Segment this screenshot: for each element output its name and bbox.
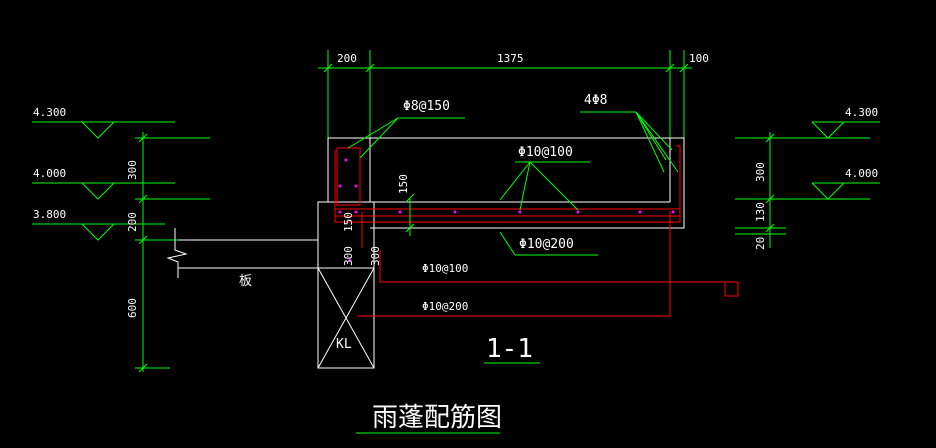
rebar-lines	[334, 145, 739, 317]
inner-dim-150-upper: 150	[397, 174, 410, 194]
inner-dim-150-lower: 150	[342, 212, 355, 232]
left-dim-300: 300	[126, 160, 139, 180]
slab-label: 板	[239, 274, 252, 289]
right-elev-4000: 4.000	[845, 167, 878, 180]
right-dim-20: 20	[754, 237, 767, 250]
inner-dim-300-b: 300	[369, 246, 382, 266]
canopy-outline	[327, 137, 685, 229]
beam-kl	[317, 201, 375, 369]
inner-dim-300-a: 300	[342, 246, 355, 266]
dim-100-label: 100	[689, 52, 709, 65]
beam-label: KL	[336, 337, 352, 352]
label-4phi8: 4Φ8	[584, 93, 607, 108]
dim-200-label: 200	[337, 52, 357, 65]
section-label: 1-1	[486, 334, 533, 364]
label-phi8-150: Φ8@150	[403, 99, 450, 114]
right-dim-130: 130	[754, 202, 767, 222]
rebar-dots	[338, 158, 675, 262]
dim-1375-label: 1375	[497, 52, 524, 65]
leader-lines	[347, 111, 679, 434]
label-phi10-200-mid: Φ10@200	[422, 300, 468, 313]
left-elev-4300: 4.300	[33, 106, 66, 119]
left-elevation-chain	[32, 121, 210, 373]
slab-outline	[166, 228, 318, 278]
left-dim-200: 200	[126, 212, 139, 232]
right-elev-4300: 4.300	[845, 106, 878, 119]
inner-dims	[405, 193, 415, 236]
label-phi10-100-mid: Φ10@100	[422, 262, 468, 275]
drawing-caption: 雨蓬配筋图	[372, 403, 502, 433]
left-elev-4000: 4.000	[33, 167, 66, 180]
right-elevation-chain	[735, 121, 880, 248]
label-phi10-200-top: Φ10@200	[519, 237, 574, 252]
top-dimension-chain	[318, 50, 692, 138]
right-dim-300: 300	[754, 162, 767, 182]
label-phi10-100-top: Φ10@100	[518, 145, 573, 160]
left-dim-600: 600	[126, 298, 139, 318]
left-elev-3800: 3.800	[33, 208, 66, 221]
